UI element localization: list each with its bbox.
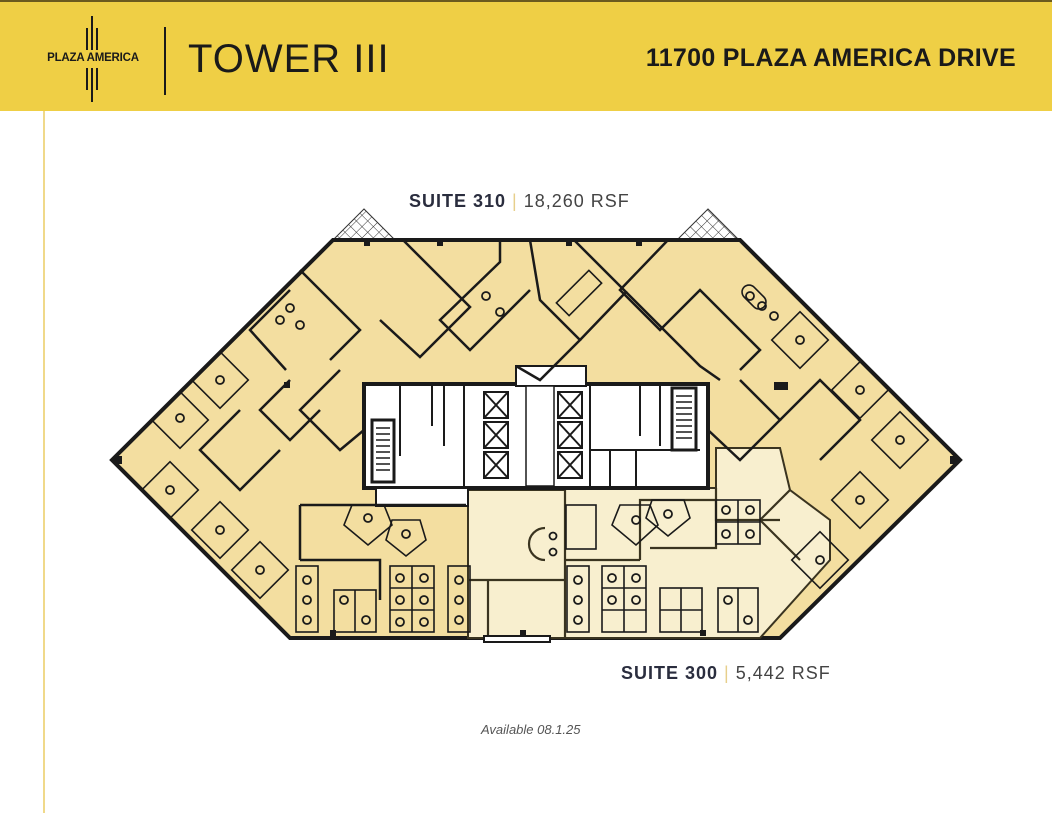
suite-310-walls <box>198 239 862 600</box>
suite-300-separator: | <box>724 663 730 683</box>
logo-lines-bottom <box>86 68 100 102</box>
workstations <box>140 310 930 633</box>
elevator-bank-east <box>557 391 583 479</box>
suite-300-area: 5,442 RSF <box>735 663 831 683</box>
header-banner: PLAZA AMERICA TOWER III 11700 PLAZA AMER… <box>0 0 1052 111</box>
logo-lines-top <box>86 16 100 50</box>
availability-note: Available 08.1.25 <box>481 722 581 737</box>
core-rooms <box>399 386 700 486</box>
entrance-notch <box>483 635 551 643</box>
elevator-bank-west <box>483 391 509 479</box>
header-divider <box>164 27 166 95</box>
structural-columns <box>114 240 958 636</box>
plaza-america-logo-icon: PLAZA AMERICA <box>38 16 148 102</box>
hatched-balcony-icon <box>675 208 741 241</box>
logo-text: PLAZA AMERICA <box>47 52 139 64</box>
conference-table <box>741 284 767 310</box>
conference-table <box>555 269 603 317</box>
side-accent-line <box>43 111 45 813</box>
suite-310-separator: | <box>512 191 518 211</box>
suite-300-label: SUITE 300|5,442 RSF <box>621 663 831 684</box>
stair-west <box>370 418 396 484</box>
suite-310-label: SUITE 310|18,260 RSF <box>409 191 630 212</box>
hatched-balcony-icon <box>331 208 397 241</box>
suite-310-name: SUITE 310 <box>409 191 507 211</box>
building-address: 11700 PLAZA AMERICA DRIVE <box>645 44 1016 72</box>
suite-310-area: 18,260 RSF <box>523 191 630 211</box>
chairs <box>165 291 905 627</box>
suite-300-name: SUITE 300 <box>621 663 719 683</box>
building-title: TOWER III <box>188 37 390 81</box>
